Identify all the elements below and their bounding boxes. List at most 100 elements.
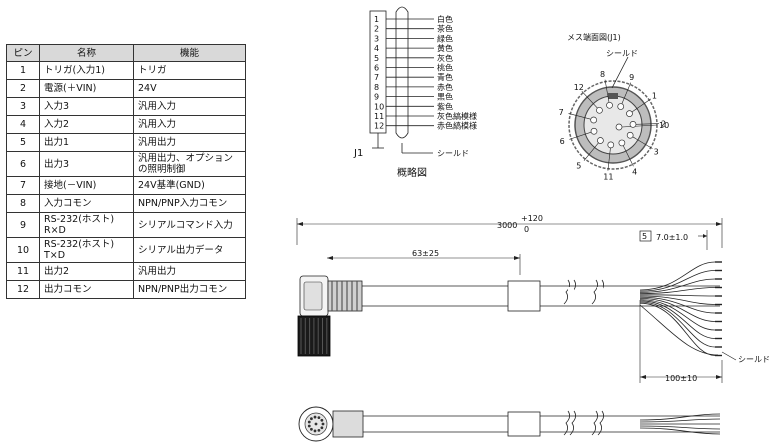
female-pin-leader <box>632 136 653 149</box>
dim-63-arrow-right <box>514 256 520 260</box>
cable-shield-label: シールド <box>738 355 770 364</box>
dim-100-arrow-right <box>716 375 722 379</box>
connector-housing-inner <box>303 281 323 311</box>
cell-function: NPN/PNP出力コモン <box>133 280 246 299</box>
cell-function: 汎用出力、オプションの照明制御 <box>133 151 246 177</box>
schematic-wire-color: 紫色 <box>437 101 453 111</box>
fan-wire <box>639 296 716 314</box>
bottom-pin <box>320 426 324 430</box>
female-pin-leader <box>568 113 591 120</box>
schematic-pin-number: 8 <box>374 83 379 92</box>
female-pin-leader <box>621 124 658 128</box>
dim-total-tol-plus: +120 <box>521 214 543 223</box>
strip-mark-number: 5 <box>642 232 647 241</box>
bottom-pin <box>321 422 325 426</box>
bottom-break-gap-1 <box>568 417 574 431</box>
schematic-wire-color: 青色 <box>437 72 453 82</box>
strip-arrow <box>703 234 707 238</box>
schematic-wire-color: 桃色 <box>437 63 453 73</box>
female-pin-hole <box>596 106 603 114</box>
schematic-pin-number: 4 <box>374 44 379 53</box>
schematic-wire-color: 灰色縞模様 <box>437 111 477 121</box>
cable-break-gap-2 <box>597 287 603 305</box>
schematic-pin-number: 2 <box>374 25 379 34</box>
female-pin-leader <box>631 98 652 113</box>
female-pin-hole <box>626 131 634 139</box>
female-pin-hole <box>597 137 604 144</box>
female-pin-label: 5 <box>576 161 581 170</box>
female-pin-label: 12 <box>574 83 584 92</box>
schematic-pin-number: 3 <box>374 34 379 43</box>
bottom-fan-wire <box>639 413 721 421</box>
female-shield-label: シールド <box>606 49 638 58</box>
female-pin-label: 2 <box>661 119 666 128</box>
dim-63-arrow-left <box>327 256 333 260</box>
female-pin-label: 11 <box>603 173 613 182</box>
fan-wire <box>639 298 716 322</box>
fan-wire <box>639 295 716 305</box>
female-pin-label: 9 <box>629 73 634 82</box>
female-pin-hole <box>590 116 597 124</box>
dim-total-tol-minus: 0 <box>524 225 529 234</box>
cell-function: シリアルコマンド入力 <box>133 212 246 238</box>
female-pin-leader <box>583 142 599 161</box>
fan-wire <box>639 300 716 339</box>
fan-wire <box>639 270 716 292</box>
dim-100-value: 100±10 <box>665 374 697 383</box>
bottom-pin <box>307 424 311 428</box>
bottom-break-gap-2 <box>597 417 603 431</box>
cable-drawing: 3000 +120 0 5 7.0±1.0 63±25 <box>296 214 770 442</box>
female-key <box>608 93 618 99</box>
bottom-pin <box>313 429 317 433</box>
dim-63-value: 63±25 <box>412 249 439 258</box>
strip-length-value: 7.0±1.0 <box>656 233 688 242</box>
bottom-pin <box>317 428 321 432</box>
dim-total-arrow-left <box>297 222 303 226</box>
header-pin: ピン <box>6 44 40 62</box>
dim-100-arrow-left <box>640 375 646 379</box>
bottom-fan-wire <box>639 425 721 430</box>
schematic-cable-sheath <box>395 6 409 139</box>
female-pin-label: 8 <box>600 70 605 79</box>
schematic-pin-number: 10 <box>374 102 384 111</box>
schematic-pin-number: 9 <box>374 93 379 102</box>
female-pin-leader <box>569 131 592 140</box>
bottom-pin <box>313 415 317 419</box>
strip-mark-box <box>639 230 652 242</box>
schematic-wire-color: 白色 <box>437 14 453 24</box>
female-shield-lead <box>611 56 629 89</box>
bottom-pin <box>317 416 321 420</box>
female-pin-leader <box>622 145 634 167</box>
bottom-pin <box>314 422 318 426</box>
female-pin-hole <box>606 101 613 109</box>
schematic-wire-color: 茶色 <box>437 24 453 34</box>
female-pin-leader <box>581 91 598 109</box>
schematic-shield-label: シールド <box>437 149 469 158</box>
female-pin-hole <box>626 110 633 118</box>
female-end-title: メス端面図(J1) <box>567 32 621 42</box>
cell-function: シリアル出力データ <box>133 237 246 263</box>
schematic-connector-label: J1 <box>353 148 363 159</box>
bottom-fan-wire <box>639 427 721 435</box>
female-pin-label: 6 <box>560 137 565 146</box>
connector-strain-relief <box>327 280 363 312</box>
fan-wire <box>639 301 716 348</box>
bottom-fan-wire <box>639 418 721 423</box>
schematic-wire-color: 緑色 <box>437 33 453 43</box>
cable-break-gap-1 <box>568 287 574 305</box>
fan-wire <box>639 287 716 294</box>
female-pin-leader <box>635 123 659 125</box>
bottom-label-sleeve <box>507 411 541 437</box>
female-pin-label: 7 <box>559 108 564 117</box>
schematic-wire-color: 赤色 <box>437 82 453 92</box>
fan-wire <box>639 261 716 291</box>
schematic-caption: 概略図 <box>397 166 427 179</box>
